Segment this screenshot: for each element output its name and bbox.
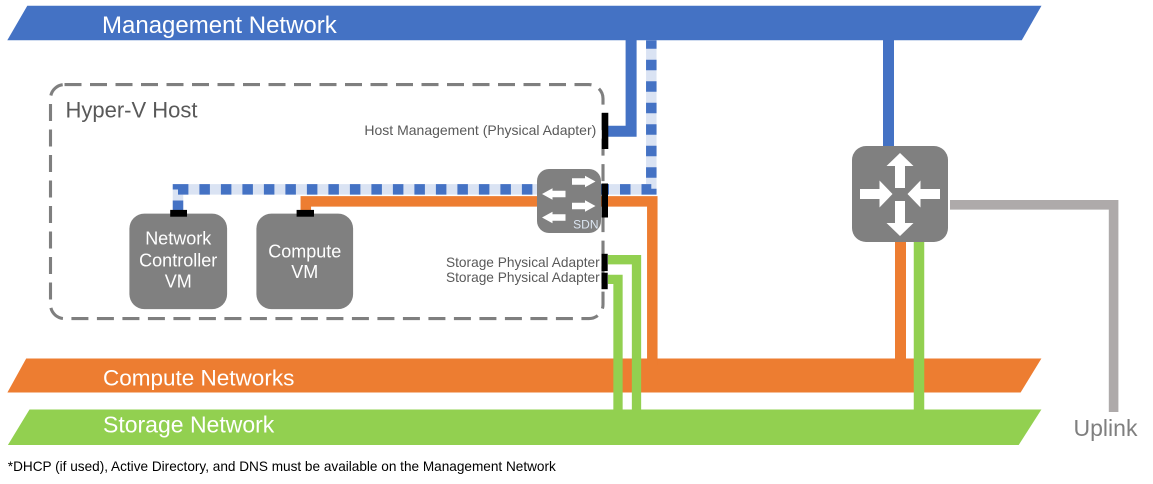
svg-text:VM: VM <box>165 271 192 291</box>
svg-text:Storage Network: Storage Network <box>103 412 275 438</box>
svg-text:Network: Network <box>145 229 212 249</box>
svg-text:Management Network: Management Network <box>102 12 338 39</box>
svg-text:VM: VM <box>291 262 318 282</box>
svg-text:Storage Physical Adapter: Storage Physical Adapter <box>446 270 600 285</box>
svg-text:SDN: SDN <box>573 218 598 232</box>
svg-text:Uplink: Uplink <box>1074 415 1138 441</box>
svg-text:Storage Physical Adapter: Storage Physical Adapter <box>446 255 600 270</box>
svg-text:Compute Networks: Compute Networks <box>103 366 294 391</box>
svg-text:*DHCP (if used), Active Direct: *DHCP (if used), Active Directory, and D… <box>8 459 556 474</box>
svg-text:Controller: Controller <box>139 251 217 271</box>
svg-text:Hyper-V Host: Hyper-V Host <box>66 98 198 123</box>
svg-text:Host Management (Physical Adap: Host Management (Physical Adapter) <box>364 122 596 138</box>
svg-text:Compute: Compute <box>268 242 341 262</box>
